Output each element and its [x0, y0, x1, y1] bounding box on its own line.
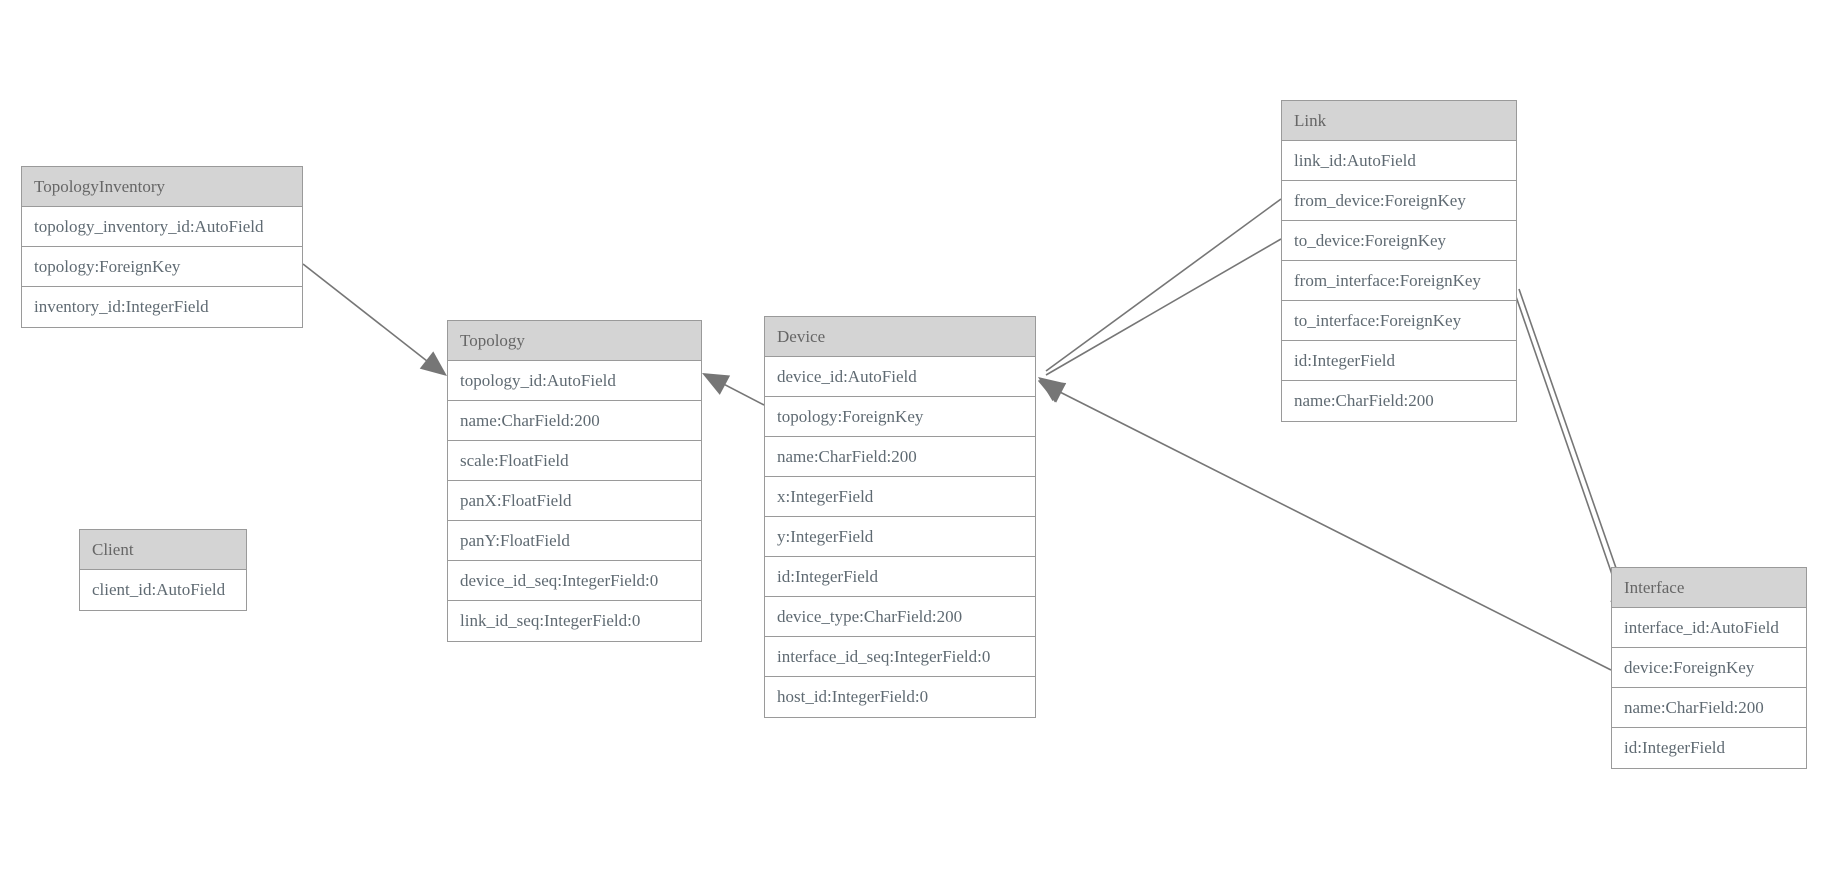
field-row[interactable]: name:CharField:200 [1294, 391, 1434, 410]
relationship-device-topology [702, 373, 765, 406]
field-row[interactable]: from_device:ForeignKey [1282, 181, 1516, 221]
field-row[interactable]: interface_id_seq:IntegerField:0 [765, 637, 1035, 677]
field-row[interactable]: id:IntegerField [1282, 341, 1516, 381]
field-row[interactable]: topology_inventory_id:AutoField [22, 207, 302, 247]
entity-title-topology_inventory: TopologyInventory [22, 167, 302, 207]
entity-title-client: Client [80, 530, 246, 570]
relationship-topologyinventory-topology [302, 263, 447, 376]
field-row[interactable]: device_id_seq:IntegerField:0 [448, 561, 701, 601]
field-row[interactable]: scale:FloatField [448, 441, 701, 481]
entity-title-link: Link [1282, 101, 1516, 141]
field-row[interactable]: interface_id:AutoField [1612, 608, 1806, 648]
field-row[interactable]: device:ForeignKey [1612, 648, 1806, 688]
field-row[interactable]: name:CharField:200 [765, 437, 1035, 477]
field-row[interactable]: to_interface:ForeignKey [1282, 301, 1516, 341]
entity-fields-client: client_id:AutoField [80, 570, 246, 610]
field-row[interactable]: topology:ForeignKey [22, 247, 302, 287]
relationship-line [1045, 198, 1282, 372]
field-row[interactable]: from_interface:ForeignKey [1282, 261, 1516, 301]
relationship-link-from-device [1038, 198, 1282, 402]
entity-title-topology: Topology [448, 321, 701, 361]
field-row[interactable]: id:IntegerField [1624, 738, 1726, 757]
field-row[interactable]: name:CharField:200 [448, 401, 701, 441]
field-row[interactable]: link_id_seq:IntegerField:0 [460, 611, 641, 630]
relationship-arrowhead [1038, 377, 1066, 402]
relationship-line [1511, 284, 1626, 613]
field-row[interactable]: link_id:AutoField [1282, 141, 1516, 181]
entity-client[interactable]: Client client_id:AutoField [79, 529, 247, 611]
field-row[interactable]: device_id:AutoField [765, 357, 1035, 397]
relationship-line [302, 263, 442, 373]
entity-title-device: Device [765, 317, 1035, 357]
field-row[interactable]: topology_id:AutoField [448, 361, 701, 401]
relationship-arrowhead [1038, 381, 1067, 403]
relationship-line [709, 376, 765, 406]
field-row[interactable]: to_device:ForeignKey [1282, 221, 1516, 261]
relationship-line [1045, 238, 1282, 376]
relationship-line [1045, 384, 1612, 671]
field-row[interactable]: panX:FloatField [448, 481, 701, 521]
field-row[interactable]: topology:ForeignKey [765, 397, 1035, 437]
field-row[interactable]: name:CharField:200 [1612, 688, 1806, 728]
field-row[interactable]: inventory_id:IntegerField [34, 297, 209, 316]
field-row[interactable]: id:IntegerField [765, 557, 1035, 597]
relationship-link-to-device [1038, 238, 1282, 403]
entity-title-interface: Interface [1612, 568, 1806, 608]
relationship-arrowhead [1038, 380, 1067, 403]
relationship-line [1518, 288, 1633, 615]
field-row[interactable]: x:IntegerField [765, 477, 1035, 517]
field-row[interactable]: panY:FloatField [448, 521, 701, 561]
field-row[interactable]: host_id:IntegerField:0 [777, 687, 929, 706]
field-row[interactable]: y:IntegerField [765, 517, 1035, 557]
field-row[interactable]: device_type:CharField:200 [765, 597, 1035, 637]
field-row[interactable]: client_id:AutoField [92, 580, 226, 599]
